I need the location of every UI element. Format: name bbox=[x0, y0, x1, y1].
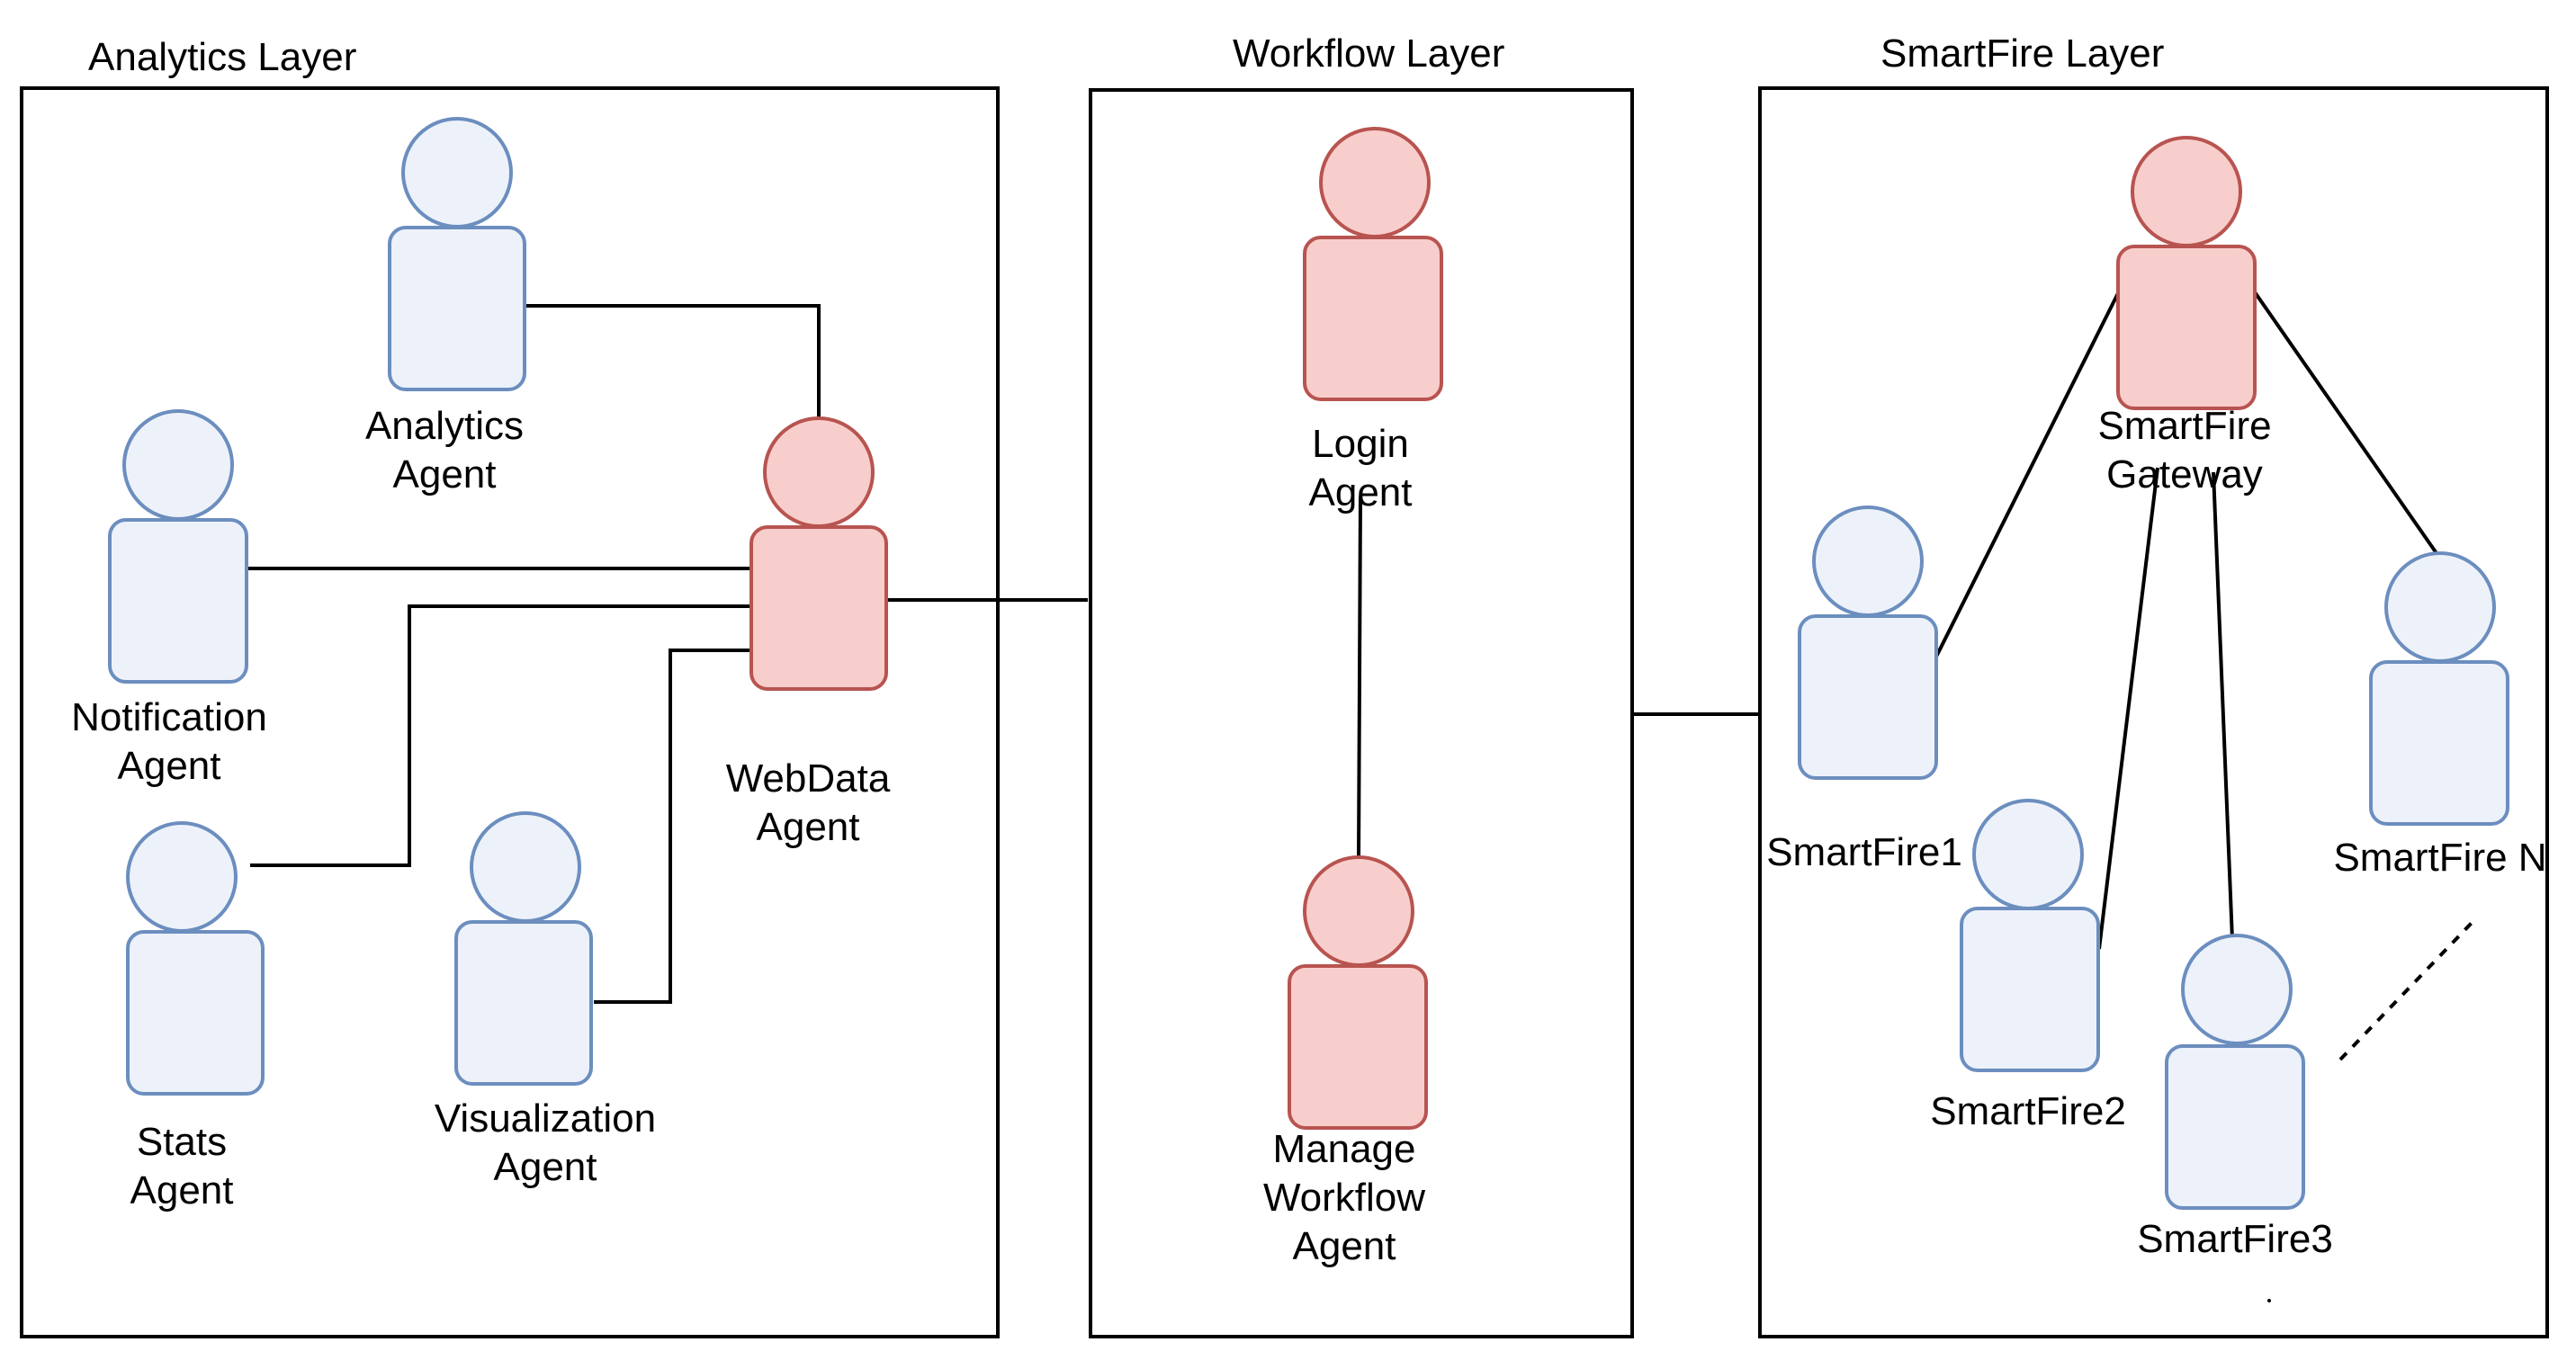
agent-manage-label-line: Workflow bbox=[1263, 1176, 1425, 1220]
agent-visualization-head bbox=[470, 811, 581, 923]
agent-manage-head bbox=[1303, 855, 1414, 967]
agent-sf2-label-line: SmartFire2 bbox=[1930, 1089, 2126, 1133]
link-login-manage bbox=[1357, 496, 1362, 861]
agent-manage-label-line: Agent bbox=[1293, 1224, 1396, 1268]
agent-gateway-label-line: Gateway bbox=[2106, 452, 2263, 497]
agent-login-head bbox=[1319, 127, 1431, 238]
agent-gateway-head bbox=[2131, 136, 2242, 247]
agent-webdata-label-line: Agent bbox=[757, 805, 860, 849]
analytics-layer-frame bbox=[20, 86, 1000, 1338]
agent-sf1-label: SmartFire1 bbox=[1766, 830, 1962, 874]
agent-sf3-body bbox=[2165, 1044, 2305, 1210]
agent-manage-label-line: Manage bbox=[1272, 1127, 1415, 1171]
stray-dot bbox=[2267, 1299, 2271, 1302]
agent-sf1[interactable]: SmartFire1 bbox=[1766, 506, 1962, 874]
agent-notification-body bbox=[108, 518, 248, 684]
agent-webdata-label-line: WebData bbox=[726, 756, 891, 801]
link-gateway-sfn bbox=[2251, 288, 2440, 558]
agent-sf2-head bbox=[1972, 799, 2084, 910]
link-analytics-webdata bbox=[524, 304, 821, 421]
agent-sfn[interactable]: SmartFire N bbox=[2333, 551, 2547, 880]
more-smartfire-ellipsis bbox=[2338, 920, 2474, 1061]
agent-visualization-body bbox=[454, 920, 593, 1086]
agent-stats-body bbox=[126, 930, 265, 1096]
workflow-layer-frame bbox=[1089, 88, 1634, 1338]
agent-sf2[interactable]: SmartFire2 bbox=[1930, 799, 2126, 1133]
agent-sfn-body bbox=[2369, 660, 2509, 826]
agent-notification-label-line: Agent bbox=[118, 744, 221, 788]
connectors bbox=[247, 288, 2474, 1302]
agent-sfn-label: SmartFire N bbox=[2333, 836, 2546, 880]
agent-visualization-label-line: Visualization bbox=[435, 1096, 656, 1141]
smartfire-layer-title: SmartFire Layer bbox=[1880, 31, 2164, 76]
agent-stats-label-line: Agent bbox=[130, 1168, 234, 1212]
agent-webdata-head bbox=[763, 416, 875, 528]
link-stats-webdata bbox=[250, 604, 751, 867]
analytics-layer-title: Analytics Layer bbox=[88, 35, 356, 79]
agent-sf1-label-line: SmartFire1 bbox=[1766, 830, 1962, 874]
agent-sfn-label-line: SmartFire N bbox=[2333, 836, 2546, 880]
agent-login-label-line: Login bbox=[1312, 422, 1409, 466]
agent-gateway-body bbox=[2116, 245, 2257, 410]
agent-sf1-body bbox=[1798, 614, 1938, 780]
link-visualization-webdata bbox=[594, 649, 751, 1004]
agent-sf3[interactable]: SmartFire3 bbox=[2137, 934, 2333, 1261]
link-gateway-sf2 bbox=[2097, 467, 2159, 950]
agent-webdata-body bbox=[749, 525, 888, 691]
agent-sf3-head bbox=[2181, 934, 2293, 1045]
agent-analytics-head bbox=[401, 117, 513, 228]
agent-sf2-label: SmartFire2 bbox=[1930, 1089, 2126, 1133]
agent-visualization-label-line: Agent bbox=[494, 1145, 597, 1189]
link-gateway-sf3 bbox=[2212, 471, 2234, 941]
agent-sf3-label-line: SmartFire3 bbox=[2137, 1217, 2333, 1261]
agent-sf3-label: SmartFire3 bbox=[2137, 1217, 2333, 1261]
agent-analytics-body bbox=[388, 226, 526, 391]
agent-sfn-head bbox=[2384, 551, 2496, 663]
agent-login-label-line: Agent bbox=[1309, 470, 1413, 514]
agent-sf2-body bbox=[1960, 907, 2100, 1072]
agent-sf1-head bbox=[1812, 506, 1924, 617]
agent-stats-head bbox=[126, 821, 238, 933]
link-gateway-sf1 bbox=[1934, 289, 2122, 658]
workflow-layer-title: Workflow Layer bbox=[1233, 31, 1504, 76]
agent-analytics-label-line: Analytics bbox=[365, 404, 524, 448]
agent-notification-label-line: Notification bbox=[71, 695, 267, 739]
agent-gateway-label-line: SmartFire bbox=[2097, 404, 2271, 448]
agent-login-body bbox=[1303, 236, 1443, 401]
agent-notification-head bbox=[122, 409, 234, 521]
agent-manage-body bbox=[1288, 964, 1428, 1130]
agent-stats-label-line: Stats bbox=[137, 1120, 227, 1164]
agent-analytics-label-line: Agent bbox=[393, 452, 497, 497]
